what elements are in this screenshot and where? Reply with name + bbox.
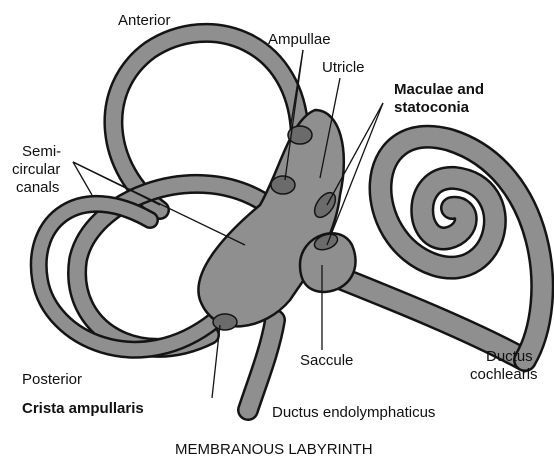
ductus-endolymphaticus-label: Ductus endolymphaticus [272,404,435,421]
crista-ampullaris-crest [213,314,237,330]
saccule-label: Saccule [300,352,353,369]
semicircular-label-line3: canals [16,179,59,196]
ampullae-label: Ampullae [268,31,331,48]
cochlear-duct-spiral [340,137,542,360]
semicircular-label-line1: Semi- [22,143,61,160]
maculae-label-line1: Maculae and [394,81,484,98]
semicircular-label-line2: circular [12,161,60,178]
figure-caption: MEMBRANOUS LABYRINTH [175,441,373,458]
ductus-cochlearis-label-line2: cochlearis [470,366,538,383]
ductus-cochlearis-label-line1: Ductus [486,348,533,365]
crista-ampullaris-label: Crista ampullaris [22,400,144,417]
posterior-canal [39,204,215,350]
anterior-label: Anterior [118,12,171,29]
utricle-label: Utricle [322,59,365,76]
ampulla-crest-middle [271,176,295,194]
endolymphatic-duct [248,320,275,410]
posterior-label: Posterior [22,371,82,388]
maculae-label-line2: statoconia [394,99,469,116]
